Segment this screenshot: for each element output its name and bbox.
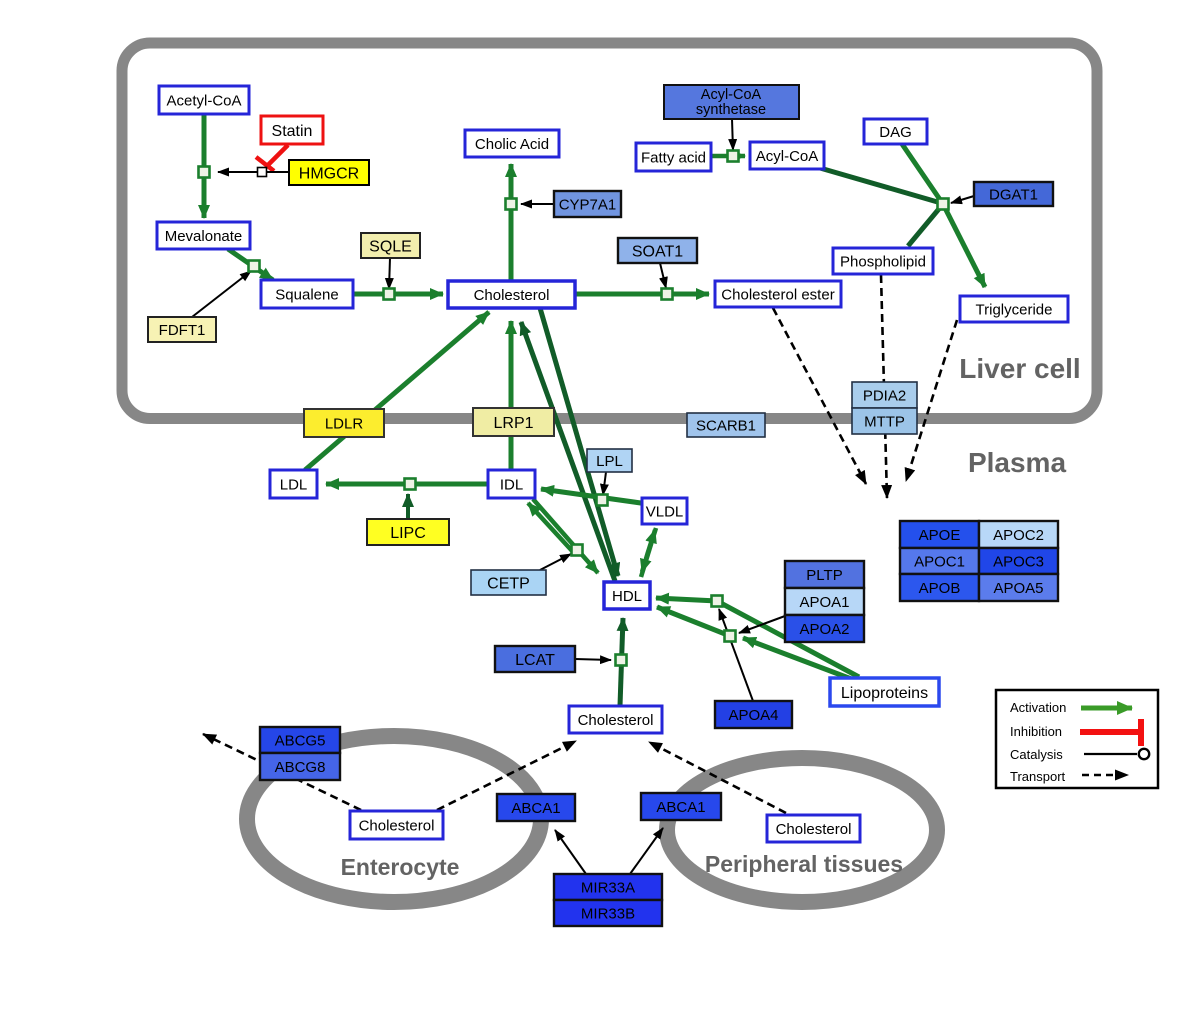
svg-text:APOC3: APOC3 (993, 553, 1044, 570)
svg-text:LDLR: LDLR (325, 415, 364, 432)
svg-text:Mevalonate: Mevalonate (165, 228, 243, 245)
svg-text:PLTP: PLTP (806, 567, 842, 584)
svg-text:SCARB1: SCARB1 (696, 417, 756, 434)
svg-text:Squalene: Squalene (275, 286, 338, 303)
svg-text:APOC2: APOC2 (993, 527, 1044, 544)
svg-text:APOB: APOB (919, 580, 961, 597)
svg-text:Cholesterol: Cholesterol (776, 821, 852, 838)
svg-text:ABCA1: ABCA1 (511, 800, 560, 817)
svg-text:MIR33A: MIR33A (581, 879, 635, 896)
svg-text:VLDL: VLDL (646, 503, 684, 520)
svg-text:DAG: DAG (879, 124, 912, 141)
svg-text:SQLE: SQLE (369, 238, 412, 255)
svg-text:APOA4: APOA4 (728, 707, 778, 724)
svg-text:Acyl-CoA: Acyl-CoA (756, 148, 819, 165)
svg-text:Phospholipid: Phospholipid (840, 253, 926, 270)
svg-text:ABCG8: ABCG8 (275, 759, 326, 776)
svg-text:Cholesterol ester: Cholesterol ester (721, 286, 834, 303)
svg-text:APOE: APOE (919, 527, 961, 544)
svg-text:DGAT1: DGAT1 (989, 186, 1038, 203)
svg-text:Statin: Statin (272, 123, 313, 140)
svg-text:Catalysis: Catalysis (1010, 747, 1063, 762)
svg-text:FDFT1: FDFT1 (159, 322, 206, 339)
svg-text:Lipoproteins: Lipoproteins (841, 685, 928, 702)
svg-text:APOC1: APOC1 (914, 553, 965, 570)
svg-text:CYP7A1: CYP7A1 (559, 196, 617, 213)
svg-text:LIPC: LIPC (390, 525, 426, 542)
svg-text:synthetase: synthetase (696, 102, 766, 118)
svg-text:MTTP: MTTP (864, 413, 905, 430)
svg-text:Acetyl-CoA: Acetyl-CoA (166, 92, 241, 109)
svg-text:CETP: CETP (487, 575, 530, 592)
svg-text:APOA5: APOA5 (993, 580, 1043, 597)
svg-text:IDL: IDL (500, 476, 523, 493)
svg-text:Acyl-CoA: Acyl-CoA (701, 87, 762, 103)
svg-text:Peripheral tissues: Peripheral tissues (705, 851, 903, 877)
svg-text:LDL: LDL (280, 476, 308, 493)
svg-text:Transport: Transport (1010, 769, 1066, 784)
svg-text:Cholic Acid: Cholic Acid (475, 136, 549, 153)
svg-text:Triglyceride: Triglyceride (976, 301, 1053, 318)
svg-text:APOA2: APOA2 (799, 621, 849, 638)
svg-text:HMGCR: HMGCR (299, 165, 359, 182)
svg-text:ABCA1: ABCA1 (656, 799, 705, 816)
svg-text:Cholesterol: Cholesterol (474, 287, 550, 304)
svg-text:Enterocyte: Enterocyte (341, 854, 460, 880)
svg-text:LRP1: LRP1 (493, 415, 533, 432)
svg-text:SOAT1: SOAT1 (632, 243, 683, 260)
svg-text:Fatty acid: Fatty acid (641, 149, 706, 166)
svg-text:LCAT: LCAT (515, 652, 555, 669)
svg-text:Inhibition: Inhibition (1010, 724, 1062, 739)
svg-text:LPL: LPL (596, 453, 623, 470)
svg-text:APOA1: APOA1 (799, 594, 849, 611)
svg-text:MIR33B: MIR33B (581, 905, 635, 922)
svg-text:Plasma: Plasma (968, 447, 1066, 478)
svg-text:HDL: HDL (612, 588, 642, 605)
svg-text:ABCG5: ABCG5 (275, 732, 326, 749)
svg-text:Cholesterol: Cholesterol (578, 712, 654, 729)
svg-text:PDIA2: PDIA2 (863, 387, 906, 404)
svg-text:Cholesterol: Cholesterol (359, 817, 435, 834)
svg-text:Activation: Activation (1010, 700, 1066, 715)
svg-text:Liver cell: Liver cell (959, 353, 1080, 384)
